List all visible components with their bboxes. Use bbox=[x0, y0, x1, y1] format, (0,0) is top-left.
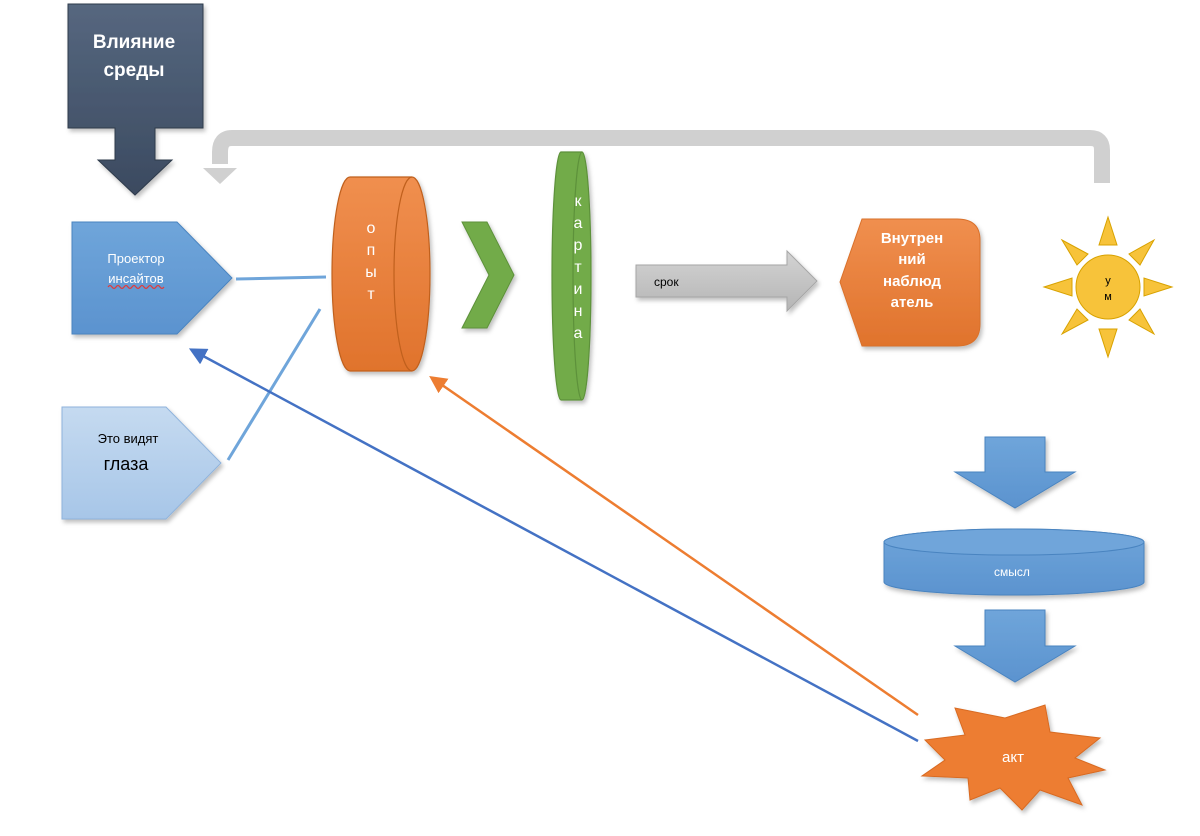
projector-label-line2: инсайтов bbox=[108, 271, 163, 286]
spellcheck-underline bbox=[107, 284, 165, 290]
picture-letter-3: р bbox=[574, 237, 583, 254]
picture-letter-6: н bbox=[574, 303, 583, 320]
environment-callout bbox=[67, 3, 204, 196]
mind-label-line1: у bbox=[1105, 275, 1111, 287]
experience-letter-4: т bbox=[367, 286, 375, 303]
experience-letter-2: п bbox=[367, 242, 376, 259]
act-to-experience-line bbox=[429, 376, 919, 717]
green-chevron bbox=[461, 221, 515, 329]
observer-line-3: наблюд bbox=[883, 273, 941, 290]
eyes-shape bbox=[61, 406, 222, 520]
projector-label-line1: Проектор bbox=[107, 251, 164, 266]
picture-letter-7: а bbox=[574, 325, 583, 342]
feedback-arrow bbox=[212, 130, 1110, 183]
act-label: акт bbox=[1002, 749, 1024, 766]
experience-letter-1: о bbox=[367, 220, 376, 237]
projector-to-experience-line bbox=[235, 275, 327, 281]
picture-shape bbox=[551, 151, 592, 401]
environment-label-line2: среды bbox=[103, 60, 164, 81]
act-to-projector-line bbox=[188, 348, 919, 743]
act-explosion-shape bbox=[920, 704, 1107, 811]
observer-line-2: ний bbox=[898, 251, 926, 268]
observer-line-4: атель bbox=[891, 294, 934, 311]
experience-letter-3: ы bbox=[365, 264, 377, 281]
eyes-to-experience-line bbox=[226, 308, 322, 461]
term-arrow bbox=[635, 249, 818, 313]
picture-letter-4: т bbox=[574, 259, 582, 276]
eyes-label-line1: Это видят bbox=[98, 431, 159, 446]
feedback-arrowhead bbox=[203, 168, 237, 184]
eyes-label-line2: глаза bbox=[104, 454, 150, 474]
down-arrow-2 bbox=[953, 609, 1077, 683]
environment-label-line1: Влияние bbox=[93, 32, 175, 53]
meaning-shape bbox=[883, 528, 1145, 596]
observer-shape bbox=[839, 218, 981, 347]
term-label: срок bbox=[654, 275, 679, 289]
down-arrow-1 bbox=[953, 436, 1077, 509]
meaning-label: смысл bbox=[994, 565, 1030, 579]
mind-label-line2: м bbox=[1104, 291, 1112, 303]
experience-shape bbox=[331, 176, 431, 372]
observer-line-1: Внутрен bbox=[881, 230, 943, 247]
projector-shape bbox=[71, 221, 233, 335]
picture-letter-2: а bbox=[574, 215, 583, 232]
picture-letter-5: и bbox=[574, 281, 583, 298]
picture-letter-1: к bbox=[575, 193, 583, 210]
mind-sun-shape bbox=[1042, 215, 1174, 359]
